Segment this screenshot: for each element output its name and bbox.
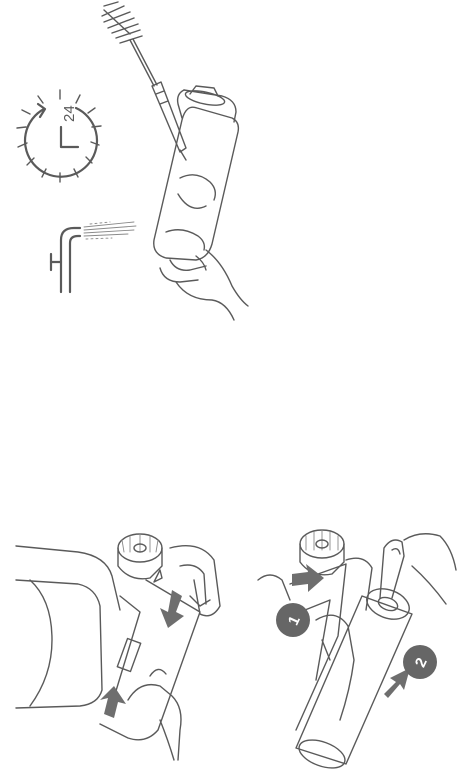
faucet-water-icon [51,222,136,292]
remove-roller-illustration [16,534,220,760]
step-two-marker: 2 [403,645,437,679]
clock-hours-label: 24 [61,105,78,122]
push-right-arrow-icon [292,564,324,592]
push-up-right-arrow-icon [384,668,410,698]
push-up-arrow-icon [100,686,126,718]
cleaning-brush-icon [102,2,186,152]
step-one-marker: 1 [276,603,310,637]
dry-24-hours-clock-icon: 24 [17,90,101,182]
water-tank-illustration [154,86,239,260]
push-down-arrow-icon [160,590,184,628]
hand-holding-tank [160,250,248,320]
